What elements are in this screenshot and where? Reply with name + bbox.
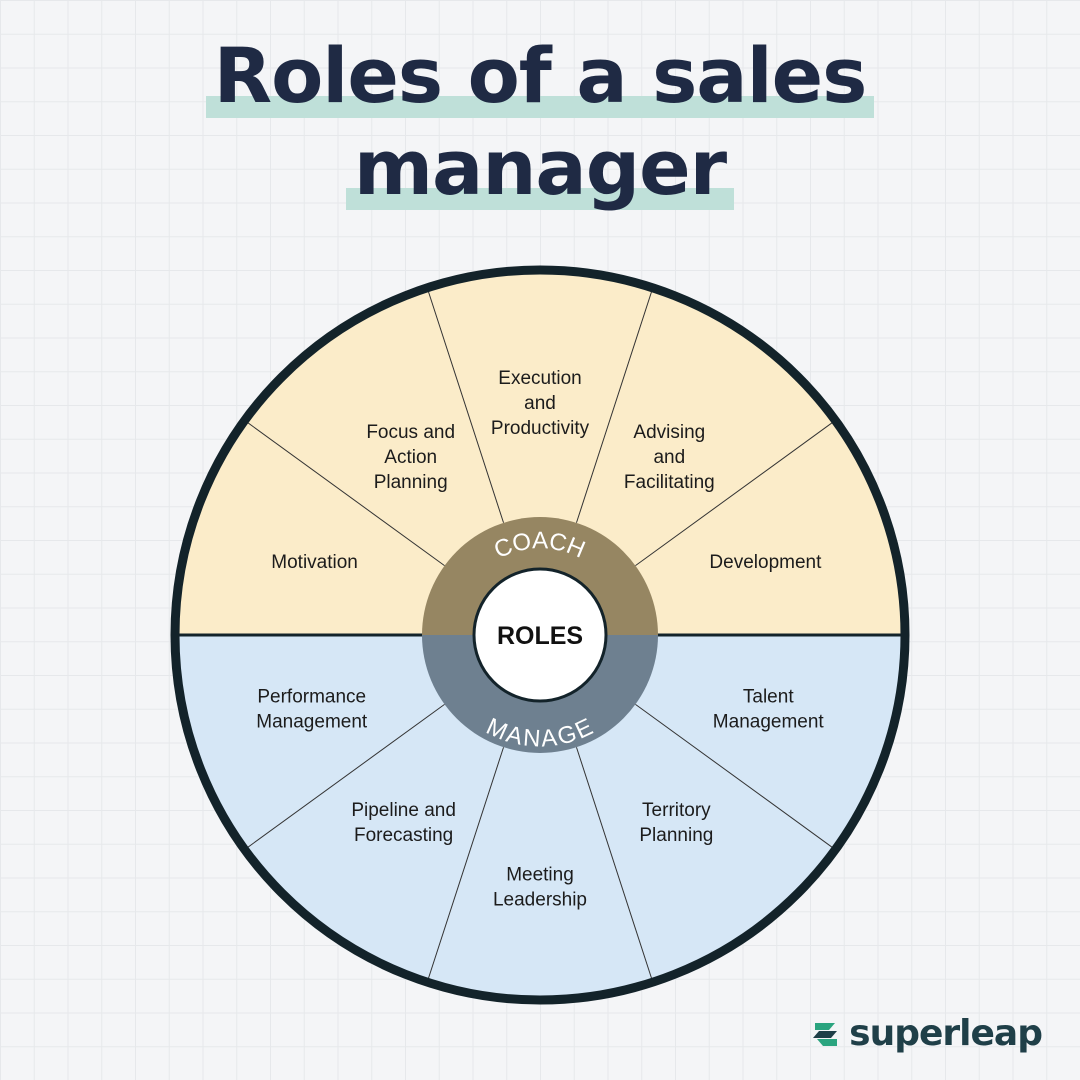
outer-ring — [170, 265, 910, 1005]
manage-divider — [244, 703, 445, 850]
manage-divider — [426, 747, 505, 983]
center-circle — [472, 567, 608, 703]
coach-half — [175, 270, 905, 635]
title: Roles of a sales manager — [0, 30, 1080, 214]
title-line-1: Roles of a sales — [205, 30, 875, 122]
coach-role-label: Motivation — [271, 552, 358, 573]
coach-divider — [575, 287, 654, 523]
superleap-logo: superleap — [809, 1013, 1043, 1054]
manage-divider — [635, 703, 836, 850]
brand-name: superleap — [849, 1013, 1043, 1054]
coach-divider — [244, 420, 445, 567]
coach-divider — [426, 287, 505, 523]
center-label: ROLES — [497, 622, 583, 650]
title-line-2: manager — [345, 122, 735, 214]
coach-role-label: Development — [709, 552, 822, 573]
manage-divider — [575, 747, 654, 983]
superleap-logo-icon — [813, 1022, 838, 1046]
coach-divider — [635, 420, 836, 567]
manage-half — [175, 635, 905, 1000]
